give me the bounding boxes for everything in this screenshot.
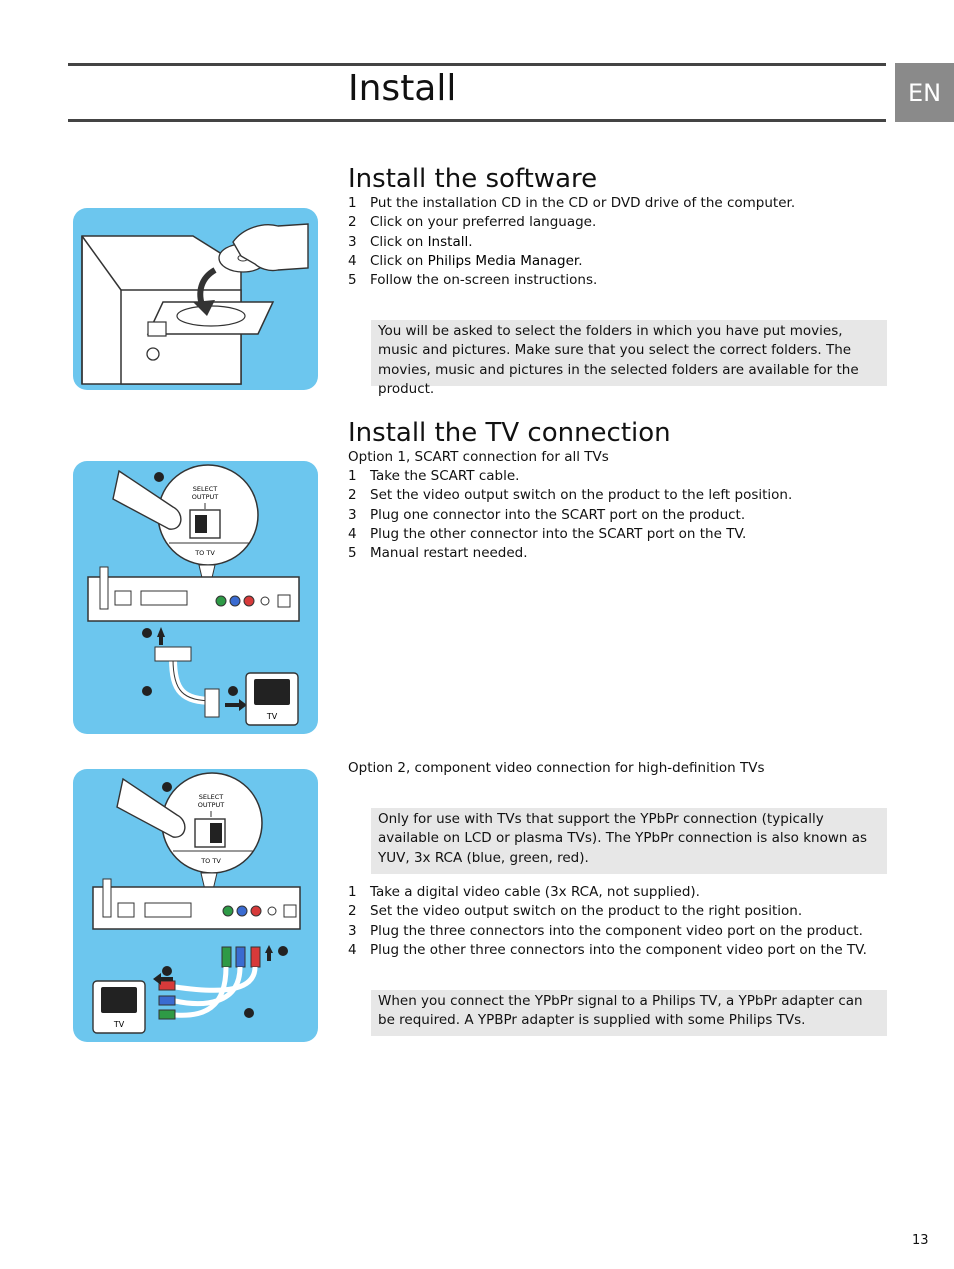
step-text: Plug the other three connectors into the… xyxy=(370,941,867,958)
list-item: 2 Set the video output switch on the prod… xyxy=(348,486,792,505)
step-text: Take a digital video cable (3x RCA, not … xyxy=(370,884,700,900)
language-tab: EN xyxy=(895,63,954,122)
list-item: 3 Plug one connector into the SCART port … xyxy=(348,506,792,525)
option-1-text: , SCART connection for all TVs xyxy=(405,449,609,465)
software-steps: 1 Put the installation CD in the CD or DV… xyxy=(348,194,795,290)
software-heading: Install the software xyxy=(348,164,598,194)
step-emphasis: Install xyxy=(427,233,469,250)
step-text: Plug the other connector into the SCART … xyxy=(370,525,747,542)
list-item: 1 Put the installation CD in the CD or DV… xyxy=(348,194,795,213)
component-steps: 1 Take a digital video cable (3x RCA, not… xyxy=(348,883,867,960)
step-number: 4 xyxy=(348,525,357,542)
list-item: 1 Take the SCART cable. xyxy=(348,467,792,486)
step-text: . xyxy=(578,252,583,269)
step-number: 1 xyxy=(348,195,357,211)
step-number: 3 xyxy=(348,233,357,250)
step-text: Take the SCART cable. xyxy=(370,468,520,484)
option-1-line: Option 1, SCART connection for all TVs xyxy=(348,449,609,465)
step-text: Click on xyxy=(370,233,428,250)
step-text: Set the video output switch on the produ… xyxy=(370,903,803,920)
switch-label-select: SELECT xyxy=(199,793,223,801)
option-2-line: Option 2, component video connection for… xyxy=(348,760,765,776)
step-text: Plug one connector into the SCART port o… xyxy=(370,506,746,523)
component-connection-illustration: SELECT OUTPUT TO TV xyxy=(73,769,318,1042)
tv-label: TV xyxy=(113,1020,125,1029)
tv-label: TV xyxy=(266,712,278,721)
ypbpr-note: Only for use with TVs that support the Y… xyxy=(371,808,887,874)
step-number: 1 xyxy=(348,884,357,900)
list-item: 1 Take a digital video cable (3x RCA, not… xyxy=(348,883,867,902)
step-emphasis: Philips Media Manager xyxy=(427,252,579,269)
switch-label-to-tv: TO TV xyxy=(200,857,221,865)
step-number: 4 xyxy=(348,941,357,958)
tv-heading: Install the TV connection xyxy=(348,418,671,448)
step-text: Plug the three connectors into the compo… xyxy=(370,922,863,939)
option-2-label: Option 2 xyxy=(348,760,406,776)
step-number: 5 xyxy=(348,545,357,562)
list-item: 3 Plug the three connectors into the comp… xyxy=(348,922,867,941)
switch-label-output: OUTPUT xyxy=(198,801,225,809)
step-text: Put the installation CD in the CD or DVD… xyxy=(370,195,796,211)
scart-steps: 1 Take the SCART cable. 2 Set the video ou… xyxy=(348,467,792,563)
step-text: Click on your preferred language. xyxy=(370,214,597,231)
switch-label-to-tv: TO TV xyxy=(194,549,215,557)
list-item: 2 Set the video output switch on the prod… xyxy=(348,902,867,921)
software-note: You will be asked to select the folders … xyxy=(371,320,887,397)
header-rule-bottom xyxy=(68,119,886,122)
step-text: Manual restart needed. xyxy=(370,545,528,562)
list-item: 5 Follow the on-screen instructions. xyxy=(348,271,795,290)
page-number: 13 xyxy=(912,1233,929,1248)
switch-label-output: OUTPUT xyxy=(192,493,219,501)
step-number: 1 xyxy=(348,468,357,484)
step-text: Set the video output switch on the produ… xyxy=(370,487,793,504)
step-number: 4 xyxy=(348,252,357,269)
option-1-label: Option 1 xyxy=(348,449,406,465)
step-number: 2 xyxy=(348,487,357,504)
step-number: 2 xyxy=(348,214,357,231)
list-item: 5 Manual restart needed. xyxy=(348,544,792,563)
step-number: 3 xyxy=(348,922,357,939)
step-text: Click on xyxy=(370,252,428,269)
page-title: Install xyxy=(348,68,457,109)
option-2-text: , component video connection for high-de… xyxy=(405,760,765,776)
install-cd-illustration xyxy=(73,208,318,390)
list-item: 4 Plug the other connector into the SCART… xyxy=(348,525,792,544)
list-item: 4 Plug the other three connectors into th… xyxy=(348,941,867,960)
list-item: 3 Click on Install. xyxy=(348,233,795,252)
step-text: Follow the on-screen instructions. xyxy=(370,272,598,289)
step-number: 2 xyxy=(348,903,357,920)
step-text: . xyxy=(468,233,473,250)
list-item: 2 Click on your preferred language. xyxy=(348,213,795,232)
adapter-note: When you connect the YPbPr signal to a P… xyxy=(371,990,887,1036)
scart-connection-illustration: SELECT OUTPUT TO TV TV xyxy=(73,461,318,734)
list-item: 4 Click on Philips Media Manager. xyxy=(348,252,795,271)
header-rule-top xyxy=(68,63,886,66)
step-number: 3 xyxy=(348,506,357,523)
step-number: 5 xyxy=(348,272,357,289)
switch-label-select: SELECT xyxy=(193,485,217,493)
